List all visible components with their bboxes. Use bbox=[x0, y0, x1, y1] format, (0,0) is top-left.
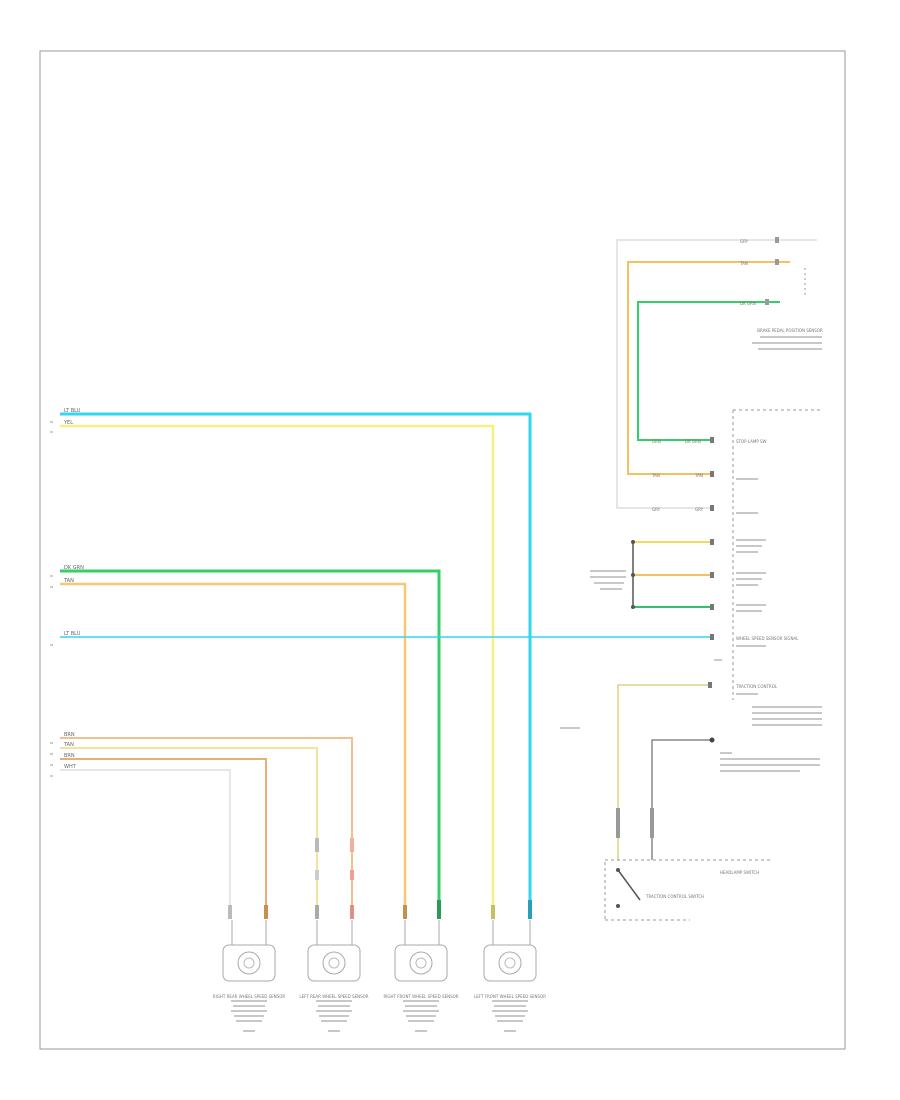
sensor-label: RIGHT REAR WHEEL SPEED SENSOR bbox=[213, 994, 285, 999]
sensor-label: LEFT REAR WHEEL SPEED SENSOR bbox=[299, 994, 368, 999]
sensor-right-rear: RIGHT REAR WHEEL SPEED SENSOR bbox=[213, 920, 285, 999]
svg-text:GRN: GRN bbox=[652, 439, 661, 444]
wire-label: BRN bbox=[64, 732, 75, 738]
svg-text:TAN: TAN bbox=[694, 473, 703, 478]
headlamp-switch-label: HEADLAMP SWITCH bbox=[720, 870, 759, 875]
wire-label: TAN bbox=[63, 742, 74, 748]
wire-label: DK GRN bbox=[64, 565, 84, 571]
svg-text:DK GRN: DK GRN bbox=[740, 301, 756, 306]
wire-yel bbox=[60, 424, 495, 910]
wire-wht bbox=[60, 769, 231, 910]
wheel-speed-signal: WHEEL SPEED SENSOR SIGNAL bbox=[710, 634, 799, 661]
wire-lt-blu-top bbox=[60, 412, 532, 910]
svg-text:TAN: TAN bbox=[739, 261, 748, 266]
wire-label: YEL bbox=[63, 420, 73, 426]
wire-brn-1 bbox=[60, 737, 353, 910]
sensor-label-lines bbox=[231, 1000, 528, 1032]
traction-control-area: TRACTION CONTROL HEADLAMP SWITCH TRACTIO… bbox=[560, 682, 822, 921]
svg-text:TAN: TAN bbox=[651, 473, 660, 478]
sensor-left-front: LEFT FRONT WHEEL SPEED SENSOR bbox=[474, 920, 546, 999]
wire-tan-2 bbox=[60, 747, 318, 910]
diagram-frame bbox=[39, 50, 846, 1050]
brake-pedal-label: BRAKE PEDAL POSITION SENSOR bbox=[757, 328, 823, 333]
wire-dk-grn bbox=[60, 569, 441, 910]
wire-label: BRN bbox=[64, 753, 75, 759]
sensor-label: RIGHT FRONT WHEEL SPEED SENSOR bbox=[383, 994, 458, 999]
traction-control-label: TRACTION CONTROL bbox=[735, 684, 778, 689]
svg-text:GRY: GRY bbox=[695, 507, 704, 512]
sensor-right-front: RIGHT FRONT WHEEL SPEED SENSOR bbox=[383, 920, 459, 999]
traction-switch-label: TRACTION CONTROL SWITCH bbox=[645, 894, 704, 899]
wire-label: LT BLU bbox=[64, 631, 81, 637]
brake-pedal-sensor-area: GRY TAN DK GRN BRAKE PEDAL POSITION SENS… bbox=[616, 237, 823, 509]
stop-lamp-label: STOP LAMP SW bbox=[736, 439, 767, 444]
sensor-connector-pins bbox=[228, 900, 532, 919]
sensor-label: LEFT FRONT WHEEL SPEED SENSOR bbox=[474, 994, 546, 999]
wire-label: WHT bbox=[64, 764, 77, 770]
wire-tan bbox=[60, 582, 407, 910]
wire-label: LT BLU bbox=[64, 408, 81, 414]
sensor-upper-connectors bbox=[315, 838, 354, 880]
svg-text:DK GRN: DK GRN bbox=[685, 439, 701, 444]
wire-brn-2 bbox=[60, 758, 267, 910]
svg-text:GRY: GRY bbox=[740, 239, 749, 244]
left-pin-ticks bbox=[50, 421, 53, 777]
sensor-left-rear: LEFT REAR WHEEL SPEED SENSOR bbox=[299, 920, 369, 999]
left-wire-labels: LT BLU YEL DK GRN TAN LT BLU BRN TAN BRN… bbox=[63, 408, 84, 770]
wire-label: TAN bbox=[63, 578, 74, 584]
ground-group bbox=[590, 539, 766, 612]
svg-text:GRY: GRY bbox=[652, 507, 661, 512]
wheel-speed-signal-label: WHEEL SPEED SENSOR SIGNAL bbox=[736, 636, 799, 641]
module-right: STOP LAMP SW GRN TAN GRY DK GRN TAN GRY bbox=[651, 409, 822, 700]
